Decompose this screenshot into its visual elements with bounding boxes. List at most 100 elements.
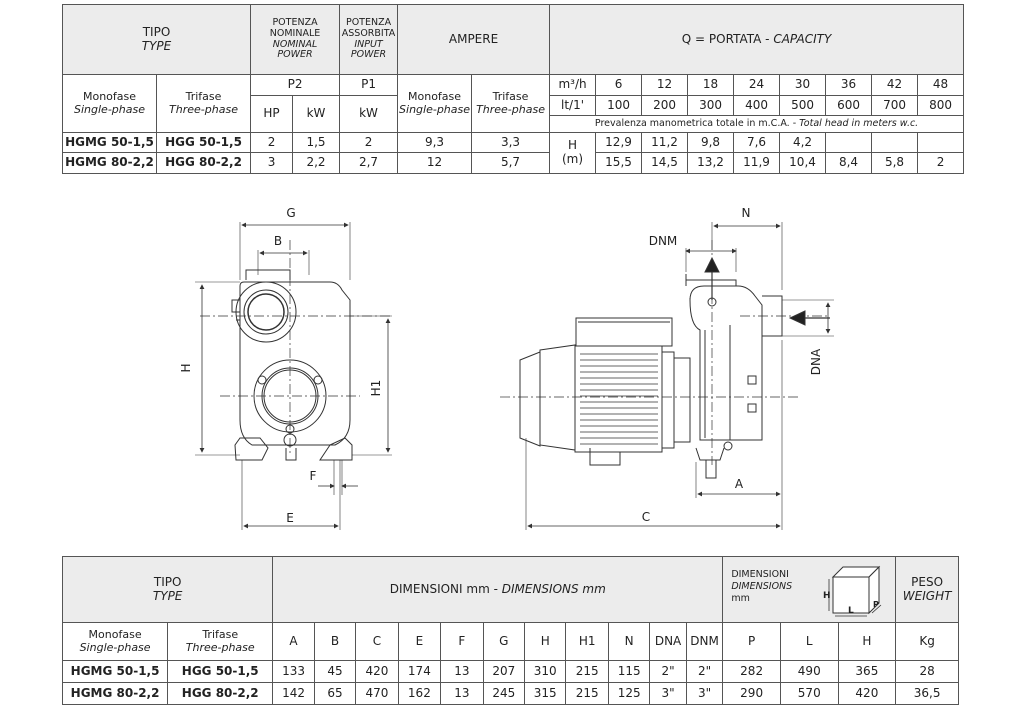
dim-value: 162 bbox=[397, 682, 442, 705]
head-value bbox=[825, 132, 873, 153]
three-phase-label: Three-phase bbox=[169, 102, 238, 116]
nominale-label: NOMINALE bbox=[269, 27, 321, 39]
amp-tri-header: Trifase Three-phase bbox=[471, 74, 551, 133]
dim-label-e: E bbox=[286, 511, 294, 525]
model-tri: HGG 50-1,5 bbox=[167, 660, 274, 683]
m3h-value: 48 bbox=[917, 74, 965, 96]
amp-tri-value: 5,7 bbox=[471, 152, 551, 174]
dim-value: 125 bbox=[607, 682, 651, 705]
lt-value: 700 bbox=[871, 95, 919, 116]
dim-label-f: F bbox=[310, 469, 317, 483]
dim-label-c: C bbox=[642, 510, 650, 524]
dim-value: 2" bbox=[685, 660, 724, 683]
model-tri: HGG 80-2,2 bbox=[155, 152, 252, 174]
kw-value: 2,2 bbox=[292, 152, 341, 174]
m3h-value: 6 bbox=[595, 74, 643, 96]
col-header: P bbox=[722, 622, 781, 661]
head-value: 11,9 bbox=[733, 152, 781, 174]
dim-box-label-en: DIMENSIONS bbox=[731, 580, 793, 592]
head-value: 8,4 bbox=[825, 152, 873, 174]
table-row: HGMG 80-2,2 HGG 80-2,2 142 65 470 162 13… bbox=[61, 682, 959, 705]
table-row: HGMG 50-1,5 HGG 50-1,5 133 45 420 174 13… bbox=[61, 660, 959, 683]
head-value: 2 bbox=[917, 152, 965, 174]
hp-header: HP bbox=[250, 95, 294, 133]
capacity-header: Q = PORTATA - CAPACITY bbox=[549, 4, 965, 75]
p1-header: P1 bbox=[339, 74, 399, 96]
lt-value: 600 bbox=[825, 95, 873, 116]
col-header: C bbox=[355, 622, 399, 661]
m3h-value: 12 bbox=[641, 74, 689, 96]
single-phase-label: Single-phase bbox=[79, 640, 151, 654]
head-value: 5,8 bbox=[871, 152, 919, 174]
head-value: 7,6 bbox=[733, 132, 781, 153]
dim-value: 13 bbox=[440, 682, 484, 705]
dimensions-label: DIMENSIONS mm bbox=[501, 581, 606, 596]
dimensions-header: DIMENSIONI mm - DIMENSIONS mm bbox=[272, 556, 724, 623]
monofase-label: Monofase bbox=[88, 627, 142, 641]
pump-side-view bbox=[500, 222, 834, 530]
hp-value: 3 bbox=[250, 152, 294, 174]
col-header: L bbox=[779, 622, 839, 661]
monofase-header: Monofase Single-phase bbox=[62, 74, 157, 133]
col-header: Kg bbox=[895, 622, 959, 661]
m3h-value: 30 bbox=[779, 74, 827, 96]
col-header: H bbox=[524, 622, 567, 661]
trifase-label: Trifase bbox=[202, 627, 239, 641]
model-mono: HGMG 50-1,5 bbox=[61, 660, 169, 683]
kw-input-header: kW bbox=[339, 95, 399, 133]
pack-value: 420 bbox=[837, 682, 897, 705]
dim-label-b: B bbox=[274, 234, 282, 248]
pump-front-view bbox=[195, 222, 392, 530]
amp-mono-header: Monofase Single-phase bbox=[397, 74, 473, 133]
three-phase-label: Three-phase bbox=[185, 640, 255, 654]
lt-value: 800 bbox=[917, 95, 965, 116]
dim-value: 13 bbox=[440, 660, 484, 683]
nominal-power-header: POTENZA NOMINALE NOMINAL POWER bbox=[250, 4, 341, 75]
h-unit: H (m) bbox=[549, 132, 597, 174]
p1-value: 2,7 bbox=[339, 152, 399, 174]
p1-value: 2 bbox=[339, 132, 399, 153]
head-value: 12,9 bbox=[595, 132, 643, 153]
head-value: 14,5 bbox=[641, 152, 689, 174]
dim-value: 315 bbox=[524, 682, 567, 705]
type-header: TIPO TYPE bbox=[61, 556, 274, 623]
ampere-header: AMPERE bbox=[397, 4, 551, 75]
dim-value: 215 bbox=[565, 660, 609, 683]
trifase-label: Trifase bbox=[185, 89, 222, 103]
single-phase-label: Single-phase bbox=[74, 102, 145, 116]
pack-value: 282 bbox=[722, 660, 781, 683]
model-mono: HGMG 80-2,2 bbox=[61, 682, 169, 705]
lt-value: 100 bbox=[595, 95, 643, 116]
pump-technical-drawing: G B H H1 F E N DNM DNA A C bbox=[179, 206, 834, 530]
pack-value: 490 bbox=[779, 660, 839, 683]
single-phase-label: Single-phase bbox=[399, 102, 471, 116]
type-header: TIPO TYPE bbox=[61, 4, 252, 75]
tipo-label: TIPO bbox=[142, 24, 171, 39]
m3h-value: 42 bbox=[871, 74, 919, 96]
box-h-label: H bbox=[823, 591, 831, 601]
dim-value: 2" bbox=[649, 660, 687, 683]
dim-value: 3" bbox=[685, 682, 724, 705]
dim-value: 174 bbox=[397, 660, 442, 683]
table-row: HGMG 80-2,2 HGG 80-2,2 3 2,2 2,7 12 5,7 … bbox=[62, 152, 965, 174]
dim-value: 3" bbox=[649, 682, 687, 705]
power-label: POWER bbox=[277, 49, 313, 61]
m3h-value: 36 bbox=[825, 74, 873, 96]
col-header: G bbox=[482, 622, 526, 661]
dim-label-g: G bbox=[286, 206, 295, 220]
head-value: 4,2 bbox=[779, 132, 827, 153]
weight-header: PESO WEIGHT bbox=[895, 556, 959, 623]
lt-value: 300 bbox=[687, 95, 735, 116]
model-tri: HGG 80-2,2 bbox=[167, 682, 274, 705]
potenza-label: POTENZA bbox=[345, 16, 392, 28]
lt-value: 500 bbox=[779, 95, 827, 116]
performance-table: TIPO TYPE POTENZA NOMINALE NOMINAL POWER… bbox=[61, 4, 965, 174]
type-label: TYPE bbox=[141, 38, 172, 53]
head-value: 15,5 bbox=[595, 152, 643, 174]
type-label: TYPE bbox=[152, 588, 183, 603]
kw-value: 1,5 bbox=[292, 132, 341, 153]
col-header: DNA bbox=[649, 622, 687, 661]
amp-mono-value: 9,3 bbox=[397, 132, 473, 153]
box-p-label: P bbox=[873, 600, 879, 609]
dim-label-dnm: DNM bbox=[649, 234, 678, 248]
